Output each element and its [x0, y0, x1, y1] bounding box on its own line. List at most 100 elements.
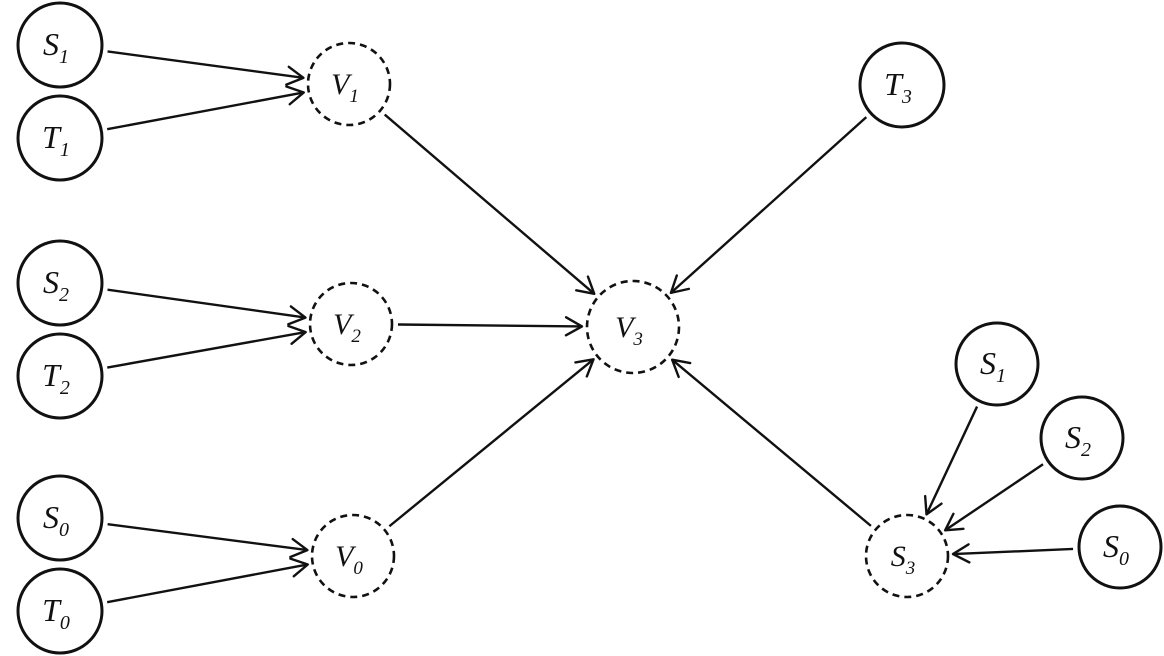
node-circle [16, 1, 104, 89]
node-label-main: V [333, 308, 355, 341]
node-circle [1077, 504, 1163, 590]
node-label-sub: 2 [351, 326, 361, 347]
node-label-sub: 0 [60, 612, 70, 634]
edges-layer [106, 50, 1074, 604]
edge-line [106, 563, 309, 604]
node-label-sub: 1 [59, 46, 69, 68]
edge-v0-to-v3 [388, 358, 595, 528]
edge-line [107, 288, 306, 319]
edge-s2_right-to-s3 [943, 463, 1044, 532]
node-label: S2 [1065, 419, 1091, 461]
node-label-main: T [42, 119, 62, 155]
edge-line [107, 330, 306, 369]
arrowhead-icon [289, 537, 309, 559]
node-v0: V0 [310, 513, 396, 599]
arrowhead-icon [951, 543, 971, 564]
node-label-sub: 2 [1081, 439, 1091, 461]
arrowhead-icon [285, 85, 305, 106]
node-label-main: S [891, 540, 906, 573]
node-label: T1 [42, 119, 70, 161]
node-label: V3 [615, 311, 643, 350]
arrowhead-icon [285, 65, 305, 86]
node-label-sub: 1 [996, 365, 1006, 387]
node-t3: T3 [858, 41, 946, 129]
arrowhead-icon [564, 316, 584, 337]
arrowhead-icon [287, 324, 307, 345]
node-label: S3 [891, 540, 916, 579]
node-label: T2 [42, 357, 70, 399]
node-circle [16, 332, 104, 420]
node-label-sub: 0 [1119, 548, 1129, 570]
node-t2: T2 [16, 332, 104, 420]
arrowhead-icon [923, 494, 943, 516]
node-label-sub: 2 [59, 284, 69, 306]
node-label-main: S [1065, 419, 1081, 455]
node-label: S0 [1103, 528, 1129, 570]
node-label: S0 [43, 499, 69, 541]
node-label-main: S [1103, 528, 1119, 564]
node-label-sub: 2 [60, 377, 70, 399]
edge-line [671, 358, 872, 527]
node-label-main: T [42, 357, 62, 393]
edge-t2-to-v2 [107, 324, 307, 369]
node-label-main: S [43, 499, 59, 535]
node-v3: V3 [585, 279, 681, 375]
edge-line [670, 116, 868, 294]
arrowhead-icon [575, 275, 596, 296]
node-label-main: V [615, 311, 637, 344]
edge-t3-to-v3 [669, 116, 868, 295]
node-label-sub: 0 [353, 558, 363, 579]
arrowhead-icon [574, 358, 595, 378]
node-s1-left: S1 [16, 1, 104, 89]
node-circle [1039, 395, 1125, 481]
edge-line [106, 91, 305, 131]
edge-t1-to-v1 [106, 85, 305, 131]
node-circle [858, 41, 946, 129]
node-label: S1 [980, 345, 1006, 387]
edge-v1-to-v3 [383, 113, 596, 296]
node-label-main: T [884, 66, 904, 102]
node-s2-right: S2 [1039, 395, 1125, 481]
node-label: T0 [42, 592, 70, 634]
node-circle [16, 239, 104, 327]
node-circle [308, 281, 394, 367]
arrowhead-icon [943, 512, 965, 532]
node-circle [864, 513, 950, 599]
node-label-main: T [42, 592, 62, 628]
node-label-sub: 1 [349, 86, 359, 107]
edge-s1_left-to-v1 [107, 50, 305, 86]
node-circle [585, 279, 681, 375]
node-label-main: S [43, 26, 59, 62]
node-label: V1 [331, 68, 359, 107]
node-label-sub: 3 [901, 86, 912, 108]
node-label-sub: 0 [59, 519, 69, 541]
node-v2: V2 [308, 281, 394, 367]
node-circle [954, 321, 1040, 407]
edge-line [388, 358, 595, 528]
node-s3: S3 [864, 513, 950, 599]
node-s2-left: S2 [16, 239, 104, 327]
edge-s0_left-to-v0 [107, 522, 309, 559]
edge-line [952, 547, 1074, 556]
node-t1: T1 [16, 94, 104, 182]
node-s1-right: S1 [954, 321, 1040, 407]
node-s0-right: S0 [1077, 504, 1163, 590]
edge-line [397, 323, 583, 328]
edge-line [944, 463, 1044, 532]
edge-line [107, 50, 304, 80]
node-label-sub: 3 [632, 329, 643, 350]
node-t0: T0 [16, 567, 104, 655]
node-v1: V1 [306, 41, 392, 127]
arrowhead-icon [287, 305, 307, 326]
node-circle [16, 94, 104, 182]
node-label: S1 [43, 26, 69, 68]
edge-s3-to-v3 [670, 358, 872, 527]
edge-line [383, 113, 596, 295]
node-circle [310, 513, 396, 599]
node-label-main: S [980, 345, 996, 381]
node-label: V2 [333, 308, 361, 347]
edge-v2-to-v3 [397, 316, 584, 337]
node-label-main: S [43, 264, 59, 300]
